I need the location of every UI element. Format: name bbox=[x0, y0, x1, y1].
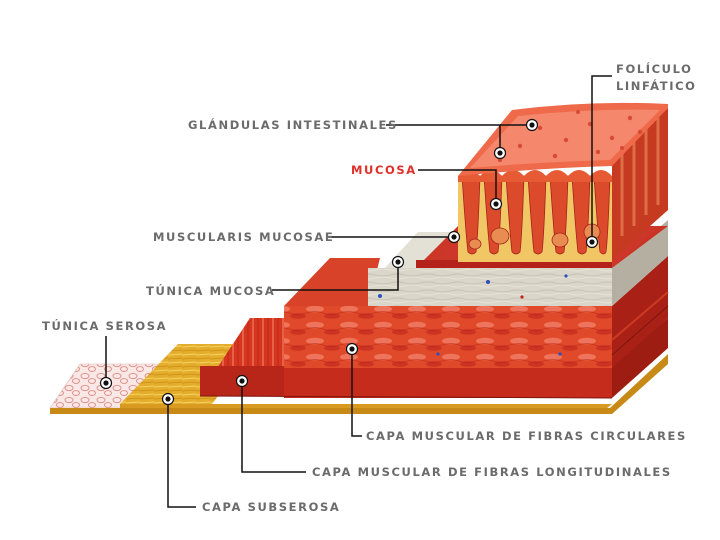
dot-tunica-mucosa bbox=[393, 257, 404, 268]
dot-glandulas-1 bbox=[527, 120, 538, 131]
label-capa-fibras-longitudinales: CAPA MUSCULAR DE FIBRAS LONGITUDINALES bbox=[312, 465, 672, 479]
label-foliculo-line1: FOLÍCULO bbox=[616, 62, 693, 76]
dot-mucosa bbox=[491, 199, 502, 210]
dot-foliculo bbox=[587, 237, 598, 248]
dot-subserosa bbox=[163, 394, 174, 405]
dot-serosa bbox=[101, 378, 112, 389]
label-tunica-serosa: TÚNICA SEROSA bbox=[42, 319, 167, 333]
dot-glandulas-2 bbox=[495, 148, 506, 159]
dot-longitudinales bbox=[237, 376, 248, 387]
dot-muscularis bbox=[449, 232, 460, 243]
dot-circulares bbox=[347, 344, 358, 355]
label-mucosa: MUCOSA bbox=[351, 163, 417, 177]
label-glandulas-intestinales: GLÁNDULAS INTESTINALES bbox=[188, 118, 398, 132]
label-capa-fibras-circulares: CAPA MUSCULAR DE FIBRAS CIRCULARES bbox=[366, 429, 687, 443]
label-muscularis-mucosae: MUSCULARIS MUCOSAE bbox=[153, 230, 334, 244]
label-capa-subserosa: CAPA SUBSEROSA bbox=[202, 500, 340, 514]
label-tunica-mucosa: TÚNICA MUCOSA bbox=[146, 284, 275, 298]
leader-subserosa bbox=[168, 399, 196, 507]
label-foliculo-line2: LINFÁTICO bbox=[616, 79, 697, 93]
